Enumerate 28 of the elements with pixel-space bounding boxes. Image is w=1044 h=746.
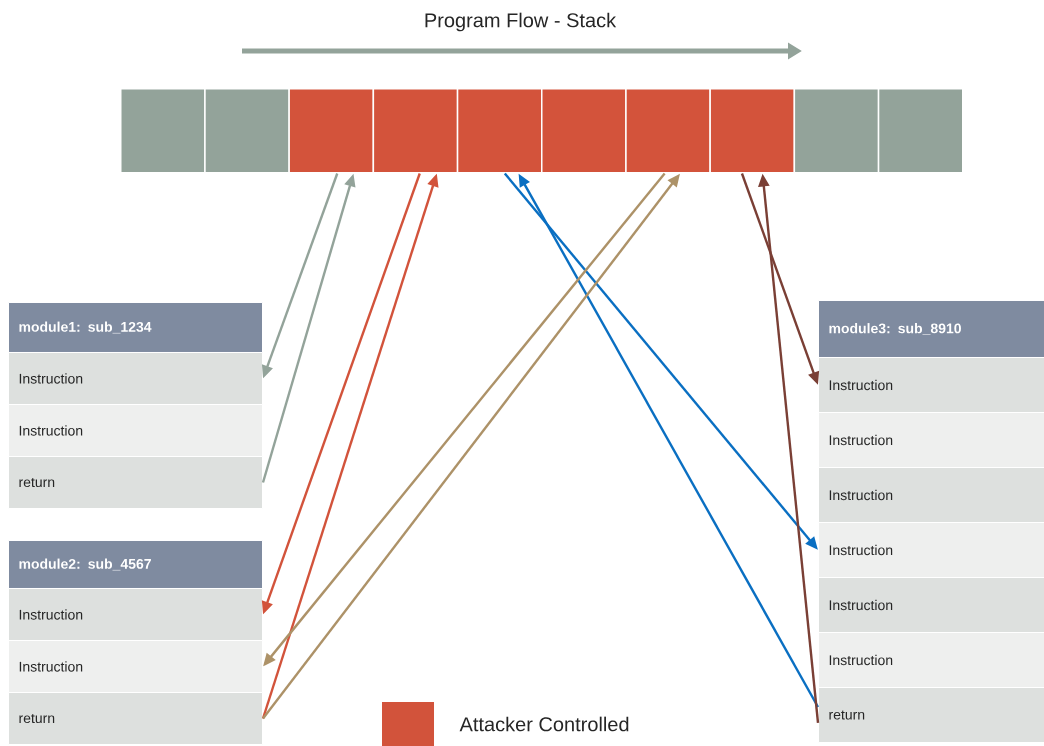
module-header: module1: sub_1234 xyxy=(8,302,263,353)
stack-cell xyxy=(541,88,627,174)
instruction-row: Instruction xyxy=(818,412,1044,468)
title: Program Flow - Stack xyxy=(425,12,617,32)
instruction-row: Instruction xyxy=(8,588,263,641)
instruction-row: Instruction xyxy=(818,522,1044,578)
stack-cell xyxy=(204,88,290,174)
instruction-row: Instruction xyxy=(8,352,263,405)
stack-cell xyxy=(456,88,543,174)
stack-cell xyxy=(877,88,964,174)
instruction-row: return xyxy=(818,687,1044,743)
stack-cell xyxy=(372,88,459,174)
stack-cell xyxy=(709,88,796,174)
instruction-row: Instruction xyxy=(818,357,1044,413)
stack-cell xyxy=(120,88,206,174)
module-header: module3: sub_8910 xyxy=(818,300,1044,358)
legend-label: Attacker Controlled xyxy=(459,716,629,732)
instruction-row: Instruction xyxy=(8,404,263,457)
stack-cell xyxy=(793,88,880,174)
instruction-row: Instruction xyxy=(818,632,1044,688)
instruction-row: Instruction xyxy=(8,640,263,693)
stack-cell xyxy=(288,88,375,174)
instruction-row: return xyxy=(8,692,263,745)
module-header: module2: sub_4567 xyxy=(8,540,263,589)
stack-cell xyxy=(625,88,711,174)
instruction-row: Instruction xyxy=(818,467,1044,523)
instruction-row: Instruction xyxy=(818,577,1044,633)
instruction-row: return xyxy=(8,456,263,509)
